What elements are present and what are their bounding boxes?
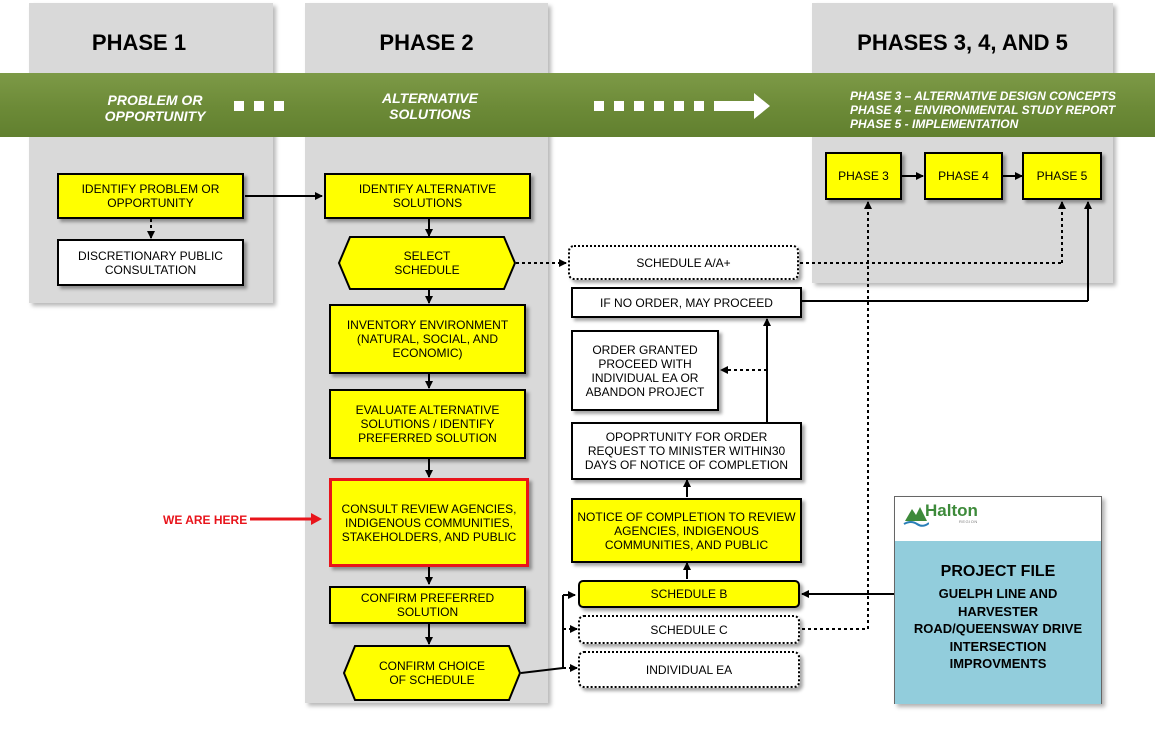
arrow-choice-to-branch (520, 667, 564, 674)
band-dash (674, 101, 684, 111)
schedule-b-box: SCHEDULE B (578, 580, 800, 608)
phase1-title: PHASE 1 (91, 30, 187, 55)
identify-problem-box: IDENTIFY PROBLEM OR OPPORTUNITY (57, 173, 244, 219)
order-granted-box: ORDER GRANTED PROCEED WITH INDIVIDUAL EA… (571, 330, 719, 411)
schedule-c-box: SCHEDULE C (578, 615, 800, 644)
discretionary-consultation-box: DISCRETIONARY PUBLIC CONSULTATION (57, 239, 244, 286)
band-dash (694, 101, 704, 111)
band-arrow-icon (714, 93, 770, 119)
band-dash (614, 101, 624, 111)
project-file-card: Halton REGION PROJECT FILE GUELPH LINE A… (894, 496, 1102, 704)
confirm-choice-hex: CONFIRM CHOICE OF SCHEDULE (342, 645, 522, 701)
halton-logo-text: Halton (925, 501, 978, 520)
confirm-preferred-box: CONFIRM PREFERRED SOLUTION (329, 586, 526, 624)
no-order-proceed-box: IF NO ORDER, MAY PROCEED (571, 287, 802, 318)
individual-ea-box: INDIVIDUAL EA (578, 651, 800, 688)
confirm-choice-label: CONFIRM CHOICE OF SCHEDULE (379, 659, 485, 687)
project-file-panel: PROJECT FILE GUELPH LINE AND HARVESTER R… (895, 541, 1101, 704)
band-dash (274, 101, 284, 111)
band-phase3-line: PHASE 3 – ALTERNATIVE DESIGN CONCEPTS (850, 89, 1116, 103)
phase3-box: PHASE 3 (825, 152, 902, 200)
halton-logo-icon (903, 507, 929, 527)
band-phase5-line: PHASE 5 - IMPLEMENTATION (850, 117, 1019, 131)
phase5-box: PHASE 5 (1022, 152, 1102, 200)
project-file-title: PROJECT FILE (940, 563, 1056, 580)
phase4-box: PHASE 4 (924, 152, 1003, 200)
select-schedule-hex: SELECT SCHEDULE (337, 236, 517, 290)
identify-alternative-box: IDENTIFY ALTERNATIVE SOLUTIONS (324, 173, 531, 219)
select-schedule-label: SELECT SCHEDULE (394, 249, 460, 277)
notice-of-completion-box: NOTICE OF COMPLETION TO REVIEW AGENCIES,… (571, 498, 802, 563)
project-file-subtitle: GUELPH LINE AND HARVESTER ROAD/QUEENSWAY… (913, 586, 1083, 671)
band-phase-list: PHASE 3 – ALTERNATIVE DESIGN CONCEPTS PH… (850, 89, 1116, 131)
evaluate-solutions-box: EVALUATE ALTERNATIVE SOLUTIONS / IDENTIF… (329, 389, 526, 459)
band-dash (634, 101, 644, 111)
schedule-a-box: SCHEDULE A/A+ (568, 245, 799, 280)
halton-logo-tagline: REGION (959, 519, 978, 524)
band-label-problem: PROBLEM OR OPPORTUNITY (104, 92, 206, 124)
inventory-environment-box: INVENTORY ENVIRONMENT (NATURAL, SOCIAL, … (329, 304, 526, 374)
we-are-here-label: WE ARE HERE (163, 513, 248, 527)
we-are-here-arrowhead-icon (311, 513, 322, 525)
consult-review-box: CONSULT REVIEW AGENCIES, INDIGENOUS COMM… (329, 478, 529, 567)
phase2-title: PHASE 2 (379, 30, 474, 55)
phase345-title: PHASES 3, 4, AND 5 (857, 30, 1068, 55)
band-dash (254, 101, 264, 111)
band-dash (654, 101, 664, 111)
band-phase4-line: PHASE 4 – ENVIRONMENTAL STUDY REPORT (850, 103, 1116, 117)
band-label-alternative: ALTERNATIVE SOLUTIONS (382, 90, 478, 122)
order-request-opportunity-box: OPOPRTUNITY FOR ORDER REQUEST TO MINISTE… (571, 422, 802, 480)
band-dash (594, 101, 604, 111)
process-band (0, 73, 1155, 137)
band-dash (234, 101, 244, 111)
